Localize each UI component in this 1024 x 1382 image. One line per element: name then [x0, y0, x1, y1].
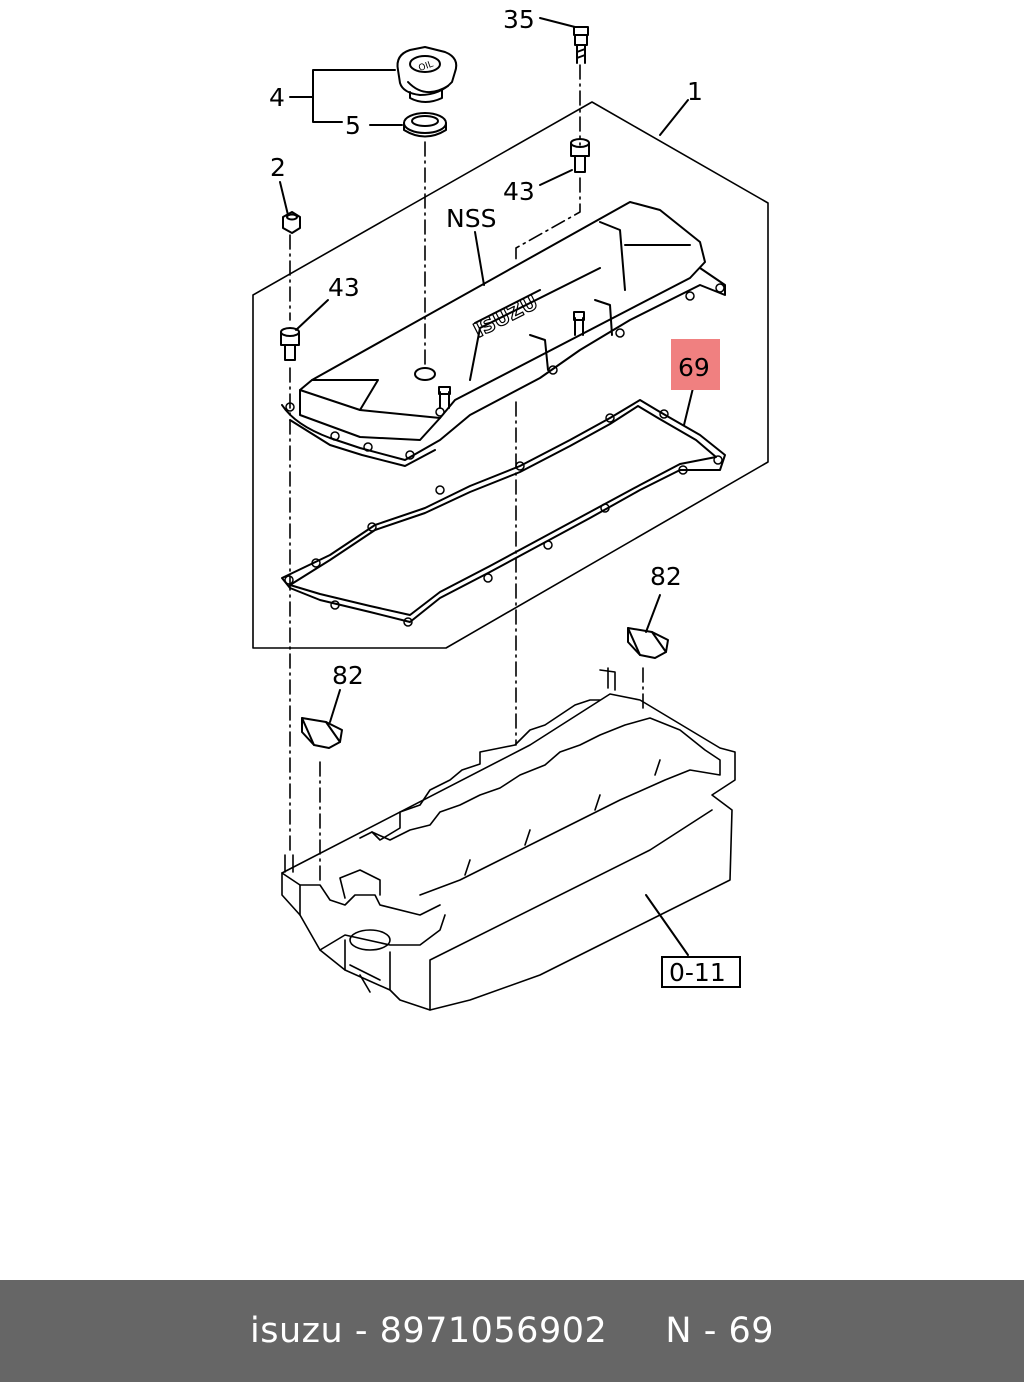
callout-1: 1	[687, 77, 703, 106]
collar-43-top	[570, 138, 590, 173]
callout-69: 69	[678, 353, 710, 382]
cap-marking: OIL	[417, 60, 434, 74]
callout-43-top: 43	[503, 177, 535, 206]
head-cover: ISUZU	[281, 201, 726, 467]
callout-4: 4	[269, 83, 285, 112]
gasket-69	[281, 399, 726, 627]
callout-nss: NSS	[446, 204, 496, 233]
reference-box	[661, 956, 741, 988]
bolt-35	[573, 26, 589, 64]
leader-1	[659, 99, 689, 136]
callout-82-left: 82	[332, 661, 364, 690]
callout-0-11: 0-11	[669, 958, 726, 987]
leader-nss	[474, 231, 485, 286]
callout-82-right: 82	[650, 562, 682, 591]
leader-82-left	[329, 689, 341, 723]
o-ring	[403, 112, 447, 138]
nut-2	[282, 211, 301, 234]
plug-82-left	[301, 717, 343, 749]
leader-43-left	[295, 299, 329, 331]
leader-0-11	[645, 894, 689, 956]
callout-5: 5	[345, 111, 361, 140]
caption-bar: isuzu - 8971056902 N - 69	[0, 1280, 1024, 1382]
callout-43-left: 43	[328, 273, 360, 302]
leader-82-right	[645, 594, 661, 633]
highlight-box-69	[671, 339, 720, 390]
part-caption: isuzu - 8971056902 N - 69	[250, 1311, 774, 1351]
oil-cap	[396, 46, 458, 103]
bracket-4-5	[289, 69, 396, 123]
alignment-lines	[289, 64, 644, 886]
assembly-boundary	[252, 101, 769, 649]
callout-2: 2	[270, 153, 286, 182]
plug-82-right	[627, 627, 669, 659]
leader-69	[683, 387, 694, 426]
cylinder-head	[281, 667, 736, 1011]
leader-35	[539, 17, 576, 28]
leader-2	[279, 181, 289, 216]
parts-diagram: ISUZU	[252, 5, 769, 1011]
collar-43-left	[280, 327, 300, 361]
callout-35: 35	[503, 5, 535, 34]
leader-43-top	[539, 169, 573, 186]
